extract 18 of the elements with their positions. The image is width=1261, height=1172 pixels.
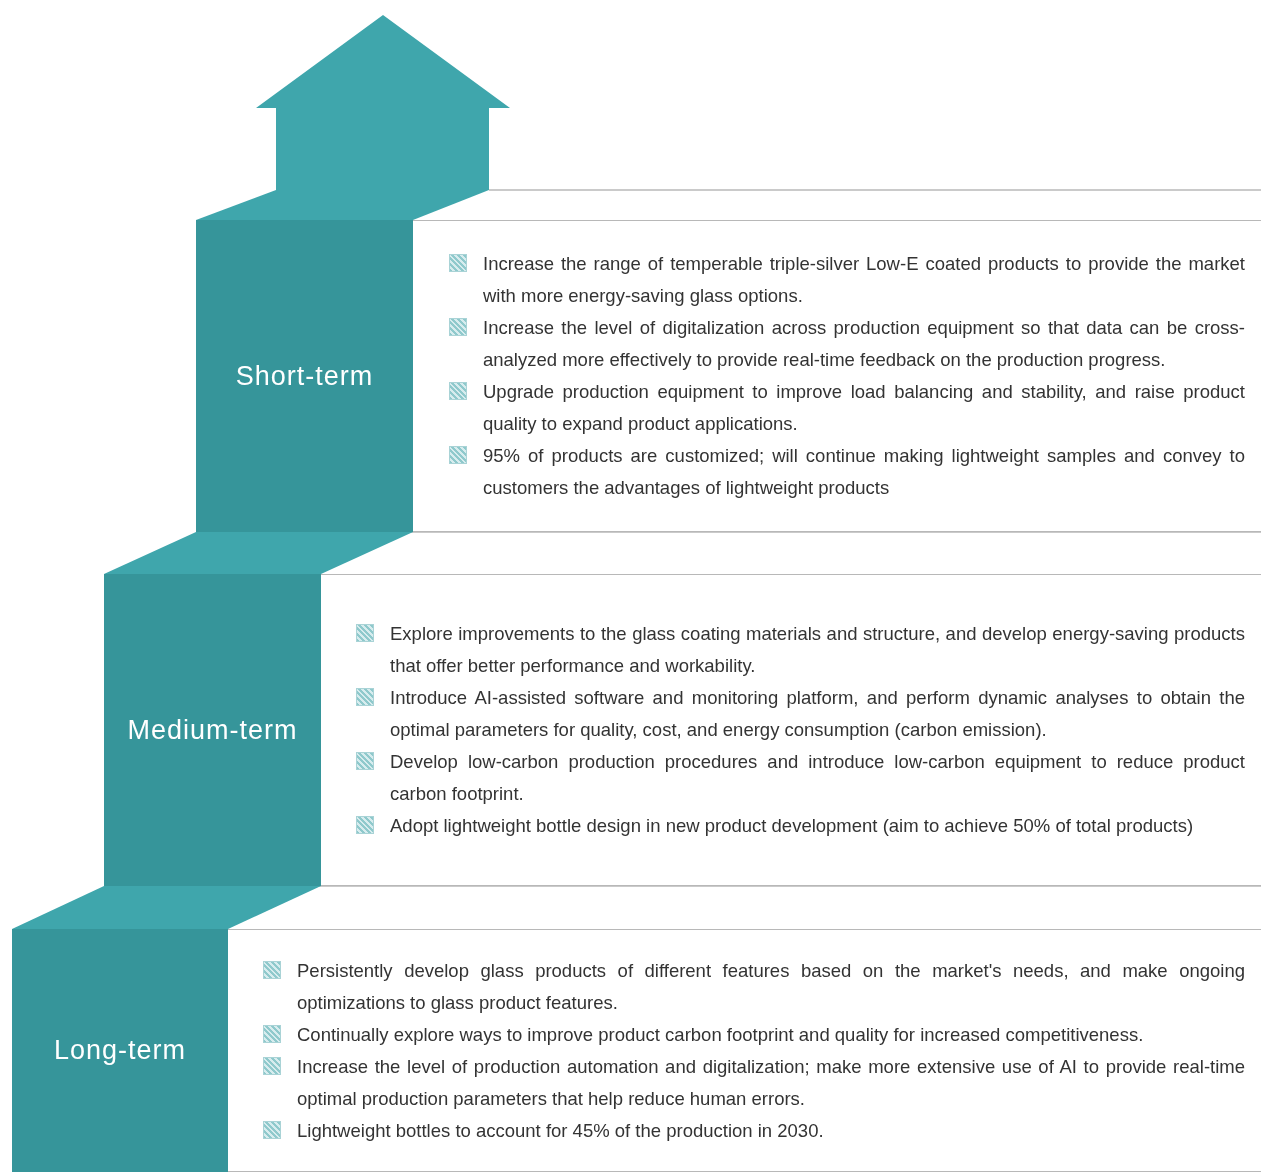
bullet-text: Increase the level of digitalization across production equipment so that data can be cross-analyzed more effectively to provide real-time feedback on the production progress.: [483, 316, 1245, 372]
bullet-text: 95% of products are customized; will continue making lightweight samples and convey to customers the advantages of lightweight products: [483, 444, 1245, 500]
text-panel: [413, 220, 1261, 532]
bullet-text: Explore improvements to the glass coating materials and structure, and develop energy-saving products that offer better performance and workability.: [390, 622, 1245, 678]
step-block: Short-term: [196, 220, 413, 532]
bullet-text: Increase the range of temperable triple-silver Low-E coated products to provide the market with more energy-saving glass options.: [483, 252, 1245, 308]
bullet-text: Develop low-carbon production procedures and introduce low-carbon equipment to reduce product carbon footprint.: [390, 750, 1245, 806]
step-block: Long-term: [12, 929, 228, 1172]
bullet-text: Continually explore ways to improve product carbon footprint and quality for increased competitiveness.: [297, 1022, 1145, 1047]
bullet-text: Introduce AI-assisted software and monitoring platform, and perform dynamic analyses to obtain the optimal parameters for quality, cost, and energy consumption (carbon emission).: [390, 686, 1245, 742]
bullet-text: Increase the level of production automation and digitalization; make more extensive use of AI to provide real-time optimal production parameters that help reduce human errors.: [297, 1054, 1245, 1111]
bullet-text: Upgrade production equipment to improve load balancing and stability, and raise product quality to expand product applications.: [483, 380, 1245, 436]
text-panel: [321, 574, 1261, 886]
bullet-text: Lightweight bottles to account for 45% of the production in 2030.: [297, 1118, 825, 1143]
text-panel: [228, 929, 1261, 1172]
bullet-text: Adopt lightweight bottle design in new product development (aim to achieve 50% of total products): [390, 814, 1195, 838]
step-block: Medium-term: [104, 574, 321, 886]
bullet-text: Persistently develop glass products of different features based on the market's needs, and make ongoing optimizations to glass product features.: [297, 958, 1245, 1015]
